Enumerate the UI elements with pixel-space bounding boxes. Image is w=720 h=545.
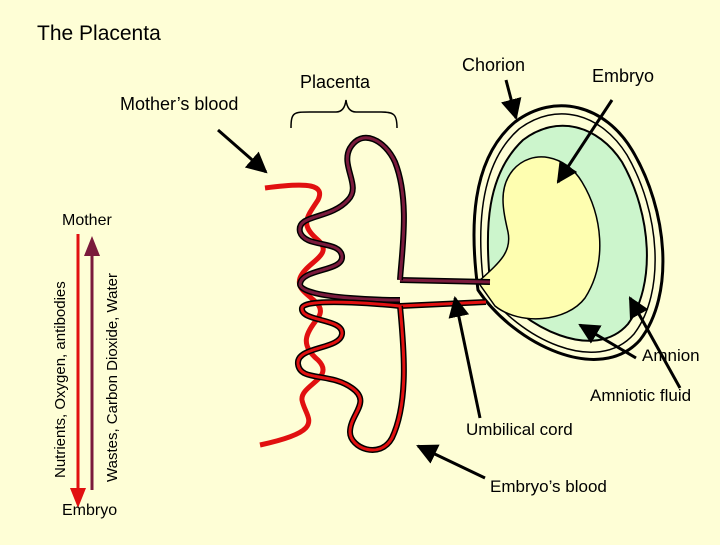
umbilical-artery-fill <box>399 300 487 308</box>
embryo-top-label: Embryo <box>592 66 655 86</box>
placenta-brace <box>290 99 398 129</box>
chorion-membrane-inner <box>479 113 656 353</box>
embryos-blood-label: Embryo’s blood <box>490 477 607 496</box>
fetal-villi-lower-fill <box>296 300 406 452</box>
nutrients-arrowhead <box>70 488 86 508</box>
chorion-membrane <box>472 104 665 361</box>
mothers-blood-label: Mother’s blood <box>120 94 239 114</box>
nutrients-vertical-label: Nutrients, Oxygen, antibodies <box>52 281 69 478</box>
amnion-pointer <box>578 323 637 360</box>
amnion-label: Amnion <box>642 346 700 365</box>
chorion-pointer <box>501 79 522 121</box>
page-title: The Placenta <box>37 22 161 45</box>
chorion-label: Chorion <box>462 55 526 75</box>
embryo-bottom-label: Embryo <box>62 502 118 519</box>
fetal-villi-upper-fill <box>298 136 406 302</box>
umbilical-cord-pointer <box>448 295 482 419</box>
amniotic-fluid-pointer <box>628 296 682 389</box>
mother-label: Mother <box>62 212 112 229</box>
fetal-villi-upper <box>296 134 407 303</box>
embryo-pointer <box>556 99 614 184</box>
embryos-blood-pointer <box>416 444 486 480</box>
wastes-vertical-label: Wastes, Carbon Dioxide, Water <box>104 273 121 482</box>
wastes-arrowhead <box>84 236 100 256</box>
umbilical-vein-fill <box>399 278 491 284</box>
amniotic-fluid-label: Amniotic fluid <box>590 386 692 405</box>
placenta-label: Placenta <box>300 72 371 92</box>
mothers-blood-pointer <box>217 128 268 174</box>
umbilical-cord-label: Umbilical cord <box>466 420 573 439</box>
